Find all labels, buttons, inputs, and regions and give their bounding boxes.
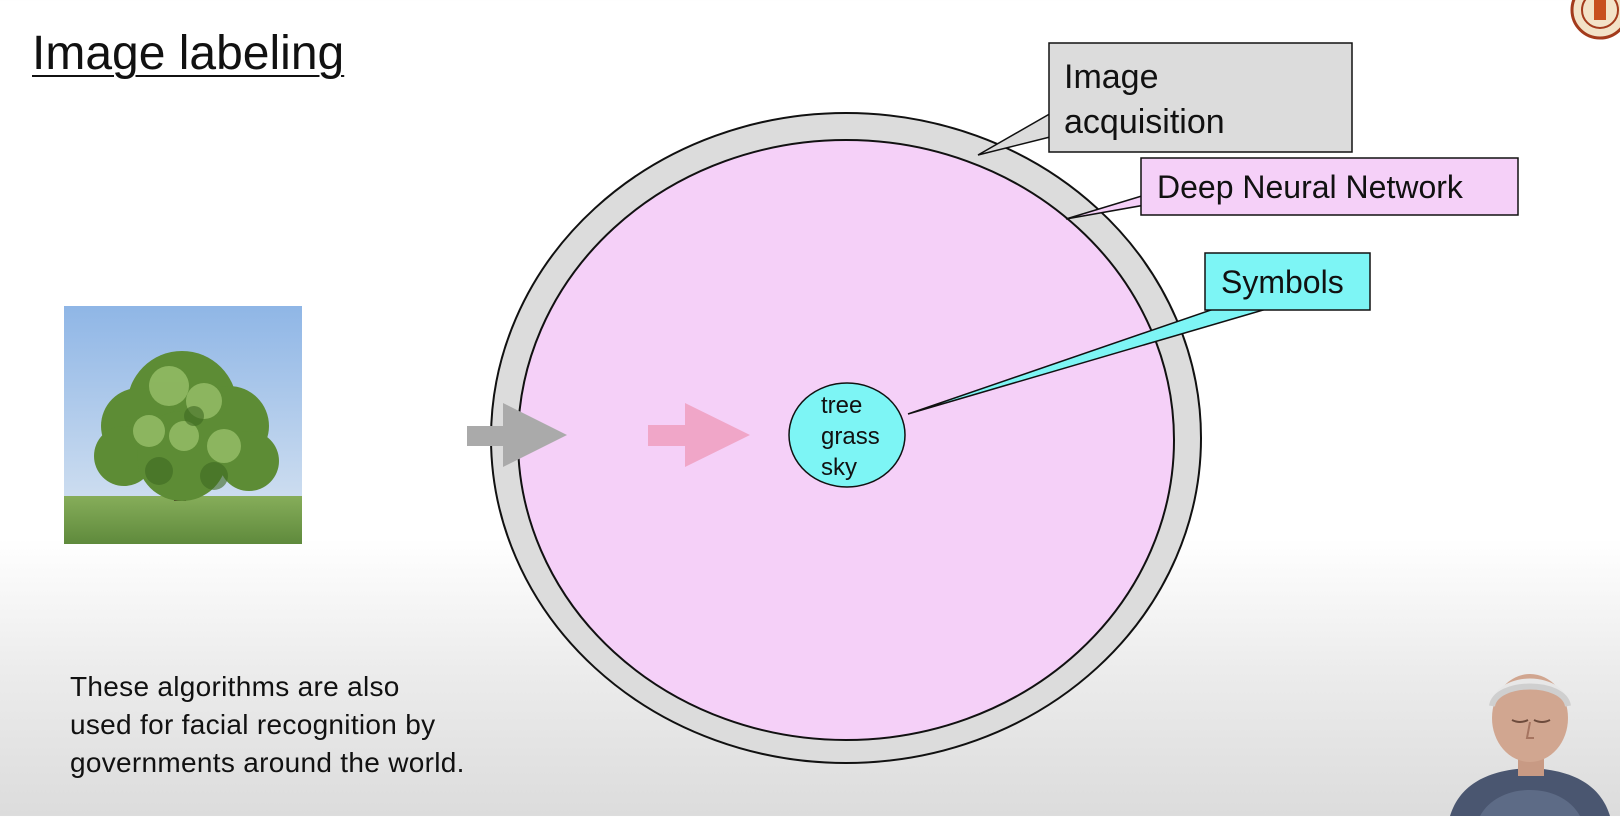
deep-neural-network-label: Deep Neural Network <box>1157 169 1464 205</box>
inner-arrow <box>648 403 750 467</box>
symbols-callout: Symbols <box>907 252 1371 415</box>
caption-line-1: These algorithms are also <box>70 671 400 702</box>
image-acquisition-line-2: acquisition <box>1064 103 1225 141</box>
image-acquisition-line-1: Image <box>1064 58 1159 96</box>
image-acquisition-callout: Image acquisition <box>977 42 1353 156</box>
deep-neural-network-callout: Deep Neural Network <box>1065 157 1519 220</box>
caption-line-2: used for facial recognition by <box>70 709 436 740</box>
caption-line-3: governments around the world. <box>70 747 465 778</box>
label-sky: sky <box>821 454 857 481</box>
label-grass: grass <box>821 423 880 450</box>
label-tree: tree <box>821 392 862 419</box>
caption: These algorithms are also used for facia… <box>70 668 540 782</box>
slide-title: Image labeling <box>32 27 345 80</box>
symbols-label: Symbols <box>1221 264 1344 300</box>
symbol-ellipse <box>788 382 906 488</box>
speaker-video <box>1440 640 1620 821</box>
institution-logo <box>1570 0 1620 47</box>
input-arrow <box>467 403 567 467</box>
tree-photo <box>64 306 302 544</box>
